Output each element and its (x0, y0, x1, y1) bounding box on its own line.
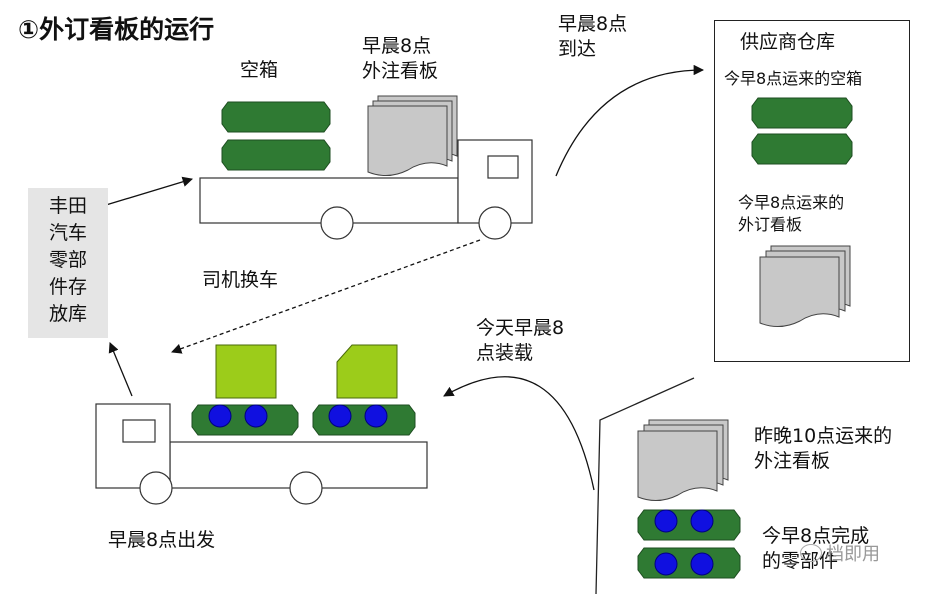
kanban-stack-last-night (637, 419, 729, 501)
watermark: 档即用 (800, 540, 880, 566)
top-truck (199, 139, 533, 240)
label-supplier-kanban: 今早8点运来的 外订看板 (738, 193, 845, 234)
loaded-part-1 (191, 344, 299, 436)
supplier-warehouse-box (714, 20, 910, 362)
flow-arrows (95, 64, 705, 491)
chat-bubble-icon (800, 544, 822, 562)
empty-box (221, 101, 331, 133)
arrow-driver-swap (171, 239, 481, 354)
label-depart-8am: 早晨8点出发 (108, 529, 216, 551)
toyota-parts-store: 丰田 汽车 零部 件存 放库 (28, 188, 108, 338)
empty-box-stack (221, 101, 331, 171)
empty-box (221, 139, 331, 171)
bottom-truck (95, 403, 428, 505)
label-supplier-empty-boxes: 今早8点运来的空箱 (724, 69, 863, 88)
arrow-store-to-truck (95, 176, 193, 209)
page-title: ①外订看板的运行 (18, 15, 215, 44)
label-supplier-warehouse: 供应商仓库 (740, 31, 836, 53)
arrow-truck-to-store (108, 342, 133, 397)
empty-box (751, 97, 853, 129)
label-last-night-kanban: 昨晚10点运来的 外注看板 (754, 425, 893, 472)
empty-box (751, 133, 853, 165)
label-today-load: 今天早晨8 点装载 (476, 317, 565, 364)
loaded-part-2 (312, 344, 416, 436)
label-arrive-8am: 早晨8点 到达 (558, 13, 628, 60)
label-morning-external-kanban: 早晨8点 外注看板 (362, 35, 439, 82)
kanban-stack-supplier (759, 245, 851, 327)
watermark-text: 档即用 (826, 544, 880, 565)
arrow-to-supplier (555, 64, 705, 177)
supplier-area-border (595, 377, 695, 594)
supplier-empty-boxes (751, 97, 853, 165)
kanban-stack-top (367, 95, 458, 176)
label-driver-swap: 司机换车 (202, 269, 279, 291)
label-empty-boxes: 空箱 (240, 59, 279, 81)
arrow-load-to-truck (443, 376, 595, 491)
finished-parts-stack (637, 509, 741, 579)
